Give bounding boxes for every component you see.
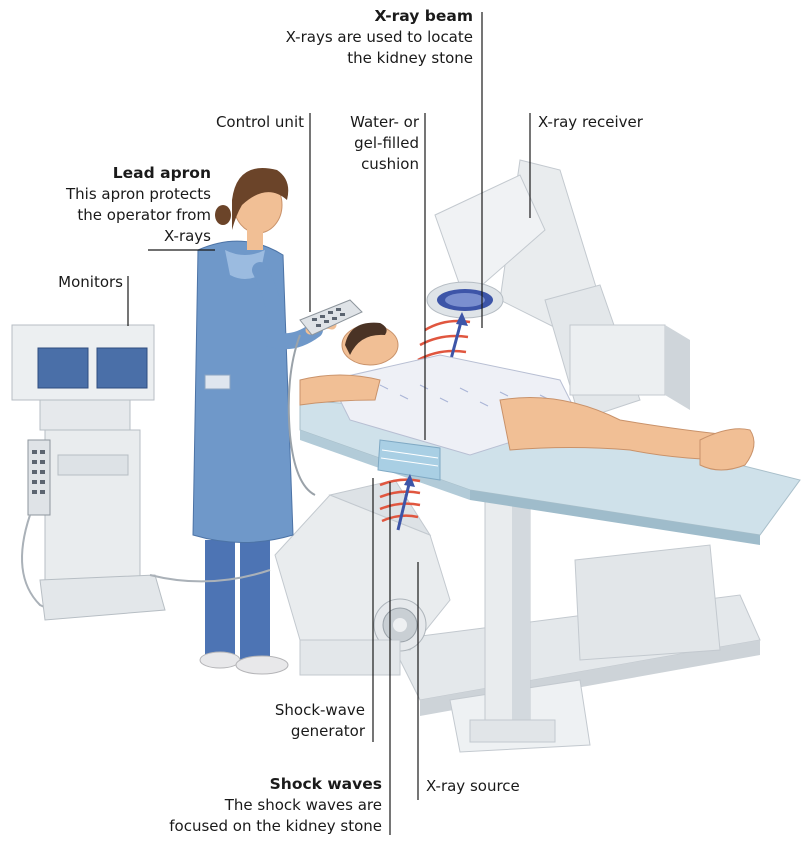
xray-beam-desc-2: the kidney stone xyxy=(286,48,473,69)
control-unit-text: Control unit xyxy=(216,112,304,133)
lead-apron-label: Lead apron This apron protects the opera… xyxy=(66,163,211,247)
shock-waves-label: Shock waves The shock waves are focused … xyxy=(169,774,382,837)
cushion-text-3: cushion xyxy=(350,154,419,175)
xray-receiver-label: X-ray receiver xyxy=(538,112,643,133)
lead-apron-desc-2: the operator from xyxy=(66,205,211,226)
cushion-text-1: Water- or xyxy=(350,112,419,133)
xray-receiver-text: X-ray receiver xyxy=(538,112,643,133)
xray-beam-desc-1: X-rays are used to locate xyxy=(286,27,473,48)
xray-beam-title: X-ray beam xyxy=(286,6,473,27)
control-unit-label: Control unit xyxy=(216,112,304,133)
lead-apron-desc-3: X-rays xyxy=(66,226,211,247)
shockwave-generator-text-1: Shock-wave xyxy=(275,700,365,721)
xray-beam-label: X-ray beam X-rays are used to locate the… xyxy=(286,6,473,69)
monitors-text: Monitors xyxy=(58,272,123,293)
shockwave-generator-text-2: generator xyxy=(275,721,365,742)
shock-waves-desc-1: The shock waves are xyxy=(169,795,382,816)
cushion-text-2: gel-filled xyxy=(350,133,419,154)
shockwave-generator-label: Shock-wave generator xyxy=(275,700,365,742)
lead-apron-desc-1: This apron protects xyxy=(66,184,211,205)
xray-source-text: X-ray source xyxy=(426,776,520,797)
lead-apron-title: Lead apron xyxy=(66,163,211,184)
table-base xyxy=(390,545,760,752)
monitors-label: Monitors xyxy=(58,272,123,293)
cushion-label: Water- or gel-filled cushion xyxy=(350,112,419,175)
shock-waves-title: Shock waves xyxy=(169,774,382,795)
shock-waves-desc-2: focused on the kidney stone xyxy=(169,816,382,837)
xray-source-label: X-ray source xyxy=(426,776,520,797)
